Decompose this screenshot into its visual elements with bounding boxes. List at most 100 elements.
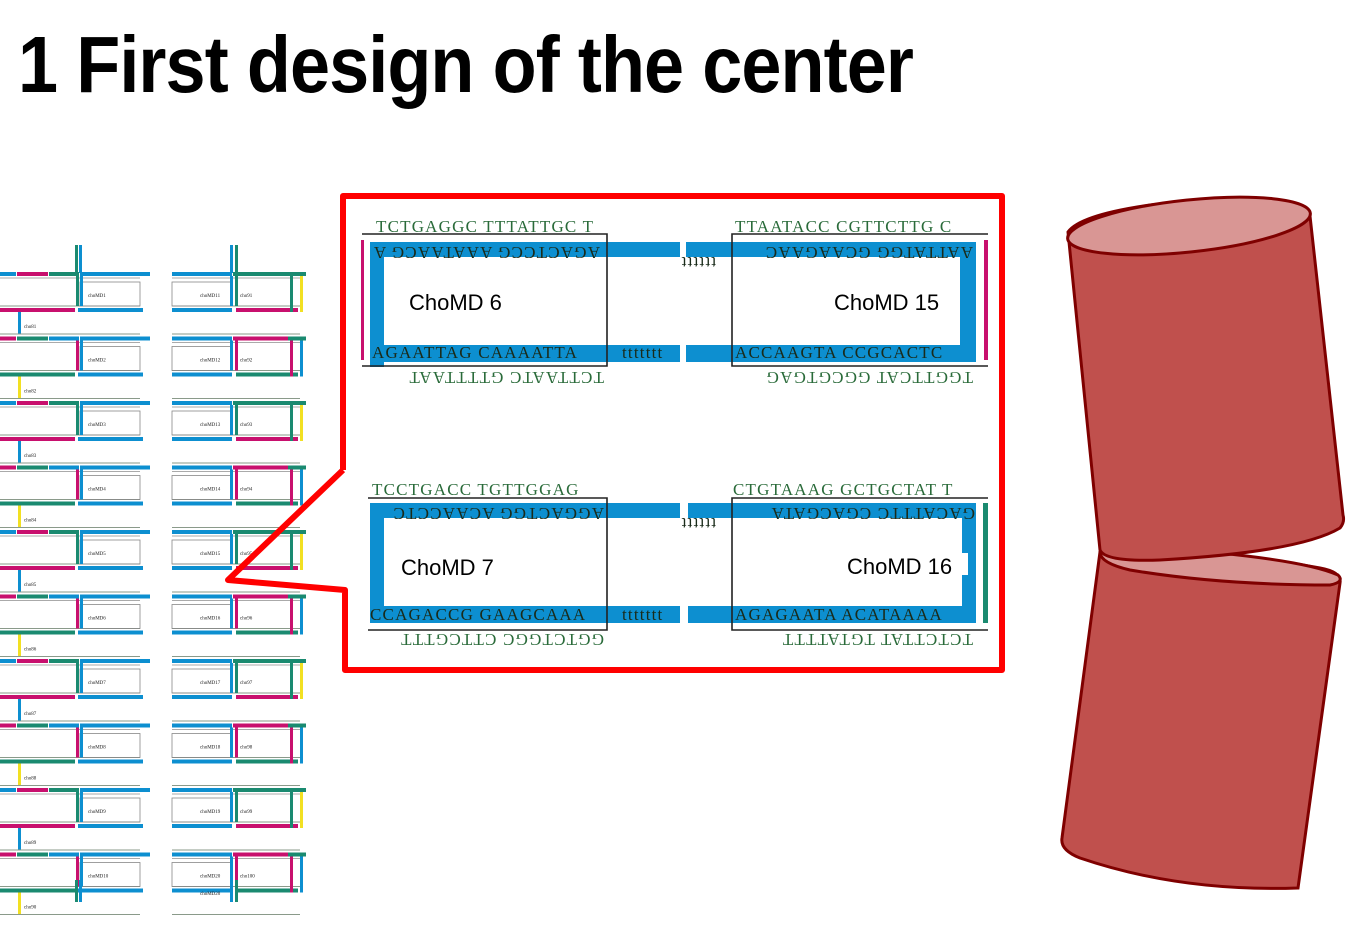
overview-strand bbox=[80, 852, 150, 857]
overview-strand bbox=[233, 723, 288, 728]
overview-tag-label: cho98 bbox=[240, 746, 253, 751]
overview-tag-label: cho97 bbox=[240, 681, 253, 686]
blue-strand-lower-md6 bbox=[370, 345, 680, 362]
overview-strand-vertical bbox=[76, 792, 79, 822]
top-seq-md6: TCTGAGGC TTTATTGC T bbox=[376, 217, 594, 236]
overview-link bbox=[290, 727, 293, 764]
overview-strand bbox=[0, 336, 16, 341]
overview-module-label: choMD7 bbox=[88, 681, 106, 686]
overview-strand bbox=[236, 759, 298, 764]
top-seq-md16: CTGTAAAG GCTGCTAT T bbox=[733, 480, 954, 499]
overview-strand-vertical bbox=[76, 727, 79, 758]
overview-tag-label: cho84 bbox=[24, 519, 37, 524]
overview-strand bbox=[172, 501, 232, 506]
overview-strand-vertical bbox=[76, 276, 79, 306]
overview-stub bbox=[75, 880, 78, 902]
overview-strand bbox=[172, 401, 232, 405]
overview-strand bbox=[17, 723, 48, 728]
overview-strand bbox=[0, 308, 75, 312]
overview-tag-label: cho85 bbox=[24, 583, 37, 588]
module-box-md15 bbox=[731, 233, 988, 367]
overview-link bbox=[300, 340, 303, 377]
overview-strand bbox=[49, 594, 79, 599]
overview-strand bbox=[172, 852, 232, 857]
overview-strand bbox=[0, 465, 16, 470]
overview-strand bbox=[0, 594, 16, 599]
overview-strand bbox=[236, 372, 298, 377]
overview-strand bbox=[80, 530, 150, 534]
cylinder-upper-top bbox=[1066, 195, 1312, 257]
overview-strand bbox=[80, 788, 150, 792]
blue-strand-lower-md7 bbox=[370, 606, 680, 623]
overview-strand bbox=[78, 888, 143, 893]
overview-strand bbox=[17, 788, 48, 792]
top-seq-md7: TCCTGACC TGTTGGAG bbox=[372, 480, 580, 499]
overview-strand bbox=[0, 695, 75, 699]
overview-strand bbox=[233, 788, 288, 792]
overview-link bbox=[300, 469, 303, 506]
overview-strand bbox=[49, 401, 79, 405]
overview-strand bbox=[236, 308, 298, 312]
overview-strand bbox=[0, 852, 16, 857]
overview-link bbox=[18, 441, 21, 463]
overview-tag-label: cho81 bbox=[24, 325, 37, 330]
overview-strand-vertical bbox=[80, 663, 83, 693]
overview-strand bbox=[172, 695, 232, 699]
overview-strand-vertical bbox=[76, 598, 79, 629]
overview-strand-vertical bbox=[76, 534, 79, 564]
overview-strand bbox=[172, 594, 232, 599]
overview-strand-vertical bbox=[80, 856, 83, 887]
overview-strand bbox=[288, 852, 306, 857]
overview-strand bbox=[236, 695, 298, 699]
overview-strand-vertical bbox=[235, 405, 238, 435]
overview-strand bbox=[78, 824, 143, 828]
overview-module-label: choMD1 bbox=[88, 294, 106, 299]
overview-tag-label: cho100 bbox=[240, 875, 255, 880]
overview-strand bbox=[49, 659, 79, 663]
lower-strand-md15: ACCAAGTA CCGCACTC bbox=[735, 343, 943, 362]
overview-strand bbox=[288, 594, 306, 599]
overview-link bbox=[18, 892, 21, 915]
overview-strand-vertical bbox=[80, 598, 83, 629]
overview-strand bbox=[0, 759, 75, 764]
cylinder-lower-body bbox=[1060, 546, 1342, 890]
overview-strand bbox=[17, 465, 48, 470]
overview-strand bbox=[0, 272, 16, 276]
overview-strand-vertical bbox=[76, 340, 79, 371]
overview-strand bbox=[49, 852, 79, 857]
overview-strand bbox=[17, 594, 48, 599]
overview-stub bbox=[235, 245, 238, 273]
overview-tag-label: cho87 bbox=[24, 712, 37, 717]
overview-module-label: choMD20 bbox=[200, 892, 221, 897]
callout-outline bbox=[225, 193, 1005, 673]
linker-upper-row2: tttttt bbox=[680, 514, 716, 533]
overview-strand bbox=[49, 336, 79, 341]
overview-link bbox=[18, 828, 21, 850]
overview-strand-vertical bbox=[80, 340, 83, 371]
overview-strand bbox=[17, 852, 48, 857]
cylinder-lower bbox=[1060, 546, 1342, 890]
overview-link bbox=[300, 663, 303, 699]
overview-strand bbox=[172, 372, 232, 377]
overview-strand bbox=[233, 852, 288, 857]
overview-strand-vertical bbox=[76, 856, 79, 887]
overview-tag-label: cho99 bbox=[240, 810, 253, 815]
overview-strand-vertical bbox=[235, 792, 238, 822]
overview-tag-label: cho82 bbox=[24, 390, 37, 395]
overview-strand-vertical bbox=[235, 276, 238, 306]
overview-strand-vertical bbox=[76, 469, 79, 500]
overview-strand bbox=[49, 465, 79, 470]
overview-module-label: choMD9 bbox=[88, 810, 106, 815]
overview-tag-label: cho88 bbox=[24, 777, 37, 782]
overview-strand bbox=[78, 501, 143, 506]
overview-stub bbox=[235, 880, 238, 902]
overview-tag-label: cho92 bbox=[240, 359, 253, 364]
overview-link bbox=[300, 792, 303, 828]
overview-link bbox=[300, 405, 303, 441]
overview-strand bbox=[0, 566, 75, 570]
overview-strand bbox=[80, 336, 150, 341]
overview-link bbox=[18, 634, 21, 657]
overview-strand-vertical bbox=[230, 792, 233, 822]
overview-strand-vertical bbox=[235, 534, 238, 564]
overview-strand bbox=[17, 401, 48, 405]
